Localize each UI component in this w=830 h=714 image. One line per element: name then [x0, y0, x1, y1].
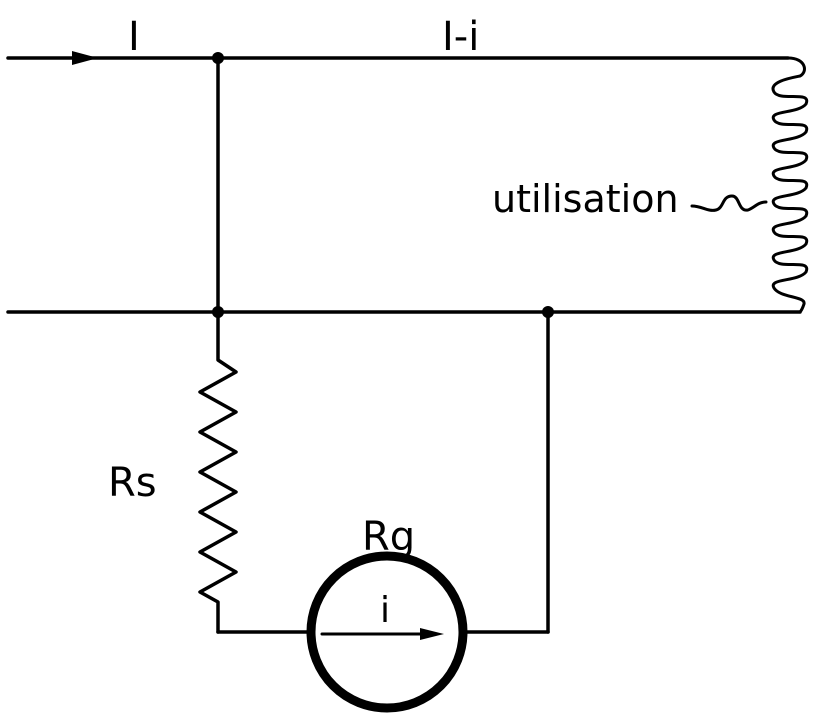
galvanometer-arrow-icon	[420, 628, 444, 640]
junction-dot-top	[212, 52, 224, 64]
galvanometer-icon	[306, 551, 468, 713]
label-galvanometer-current: i	[380, 590, 390, 631]
label-shunt-resistance: Rs	[108, 460, 157, 506]
load-coil-icon	[771, 56, 809, 314]
label-current-load: I-i	[442, 14, 479, 60]
label-galvanometer-resistance: Rg	[362, 514, 415, 560]
load-leader-icon	[690, 194, 768, 212]
label-load: utilisation	[492, 177, 679, 221]
label-current-total: I	[128, 14, 140, 60]
shunt-resistor-icon	[198, 310, 238, 634]
input-arrow-icon	[72, 51, 98, 65]
